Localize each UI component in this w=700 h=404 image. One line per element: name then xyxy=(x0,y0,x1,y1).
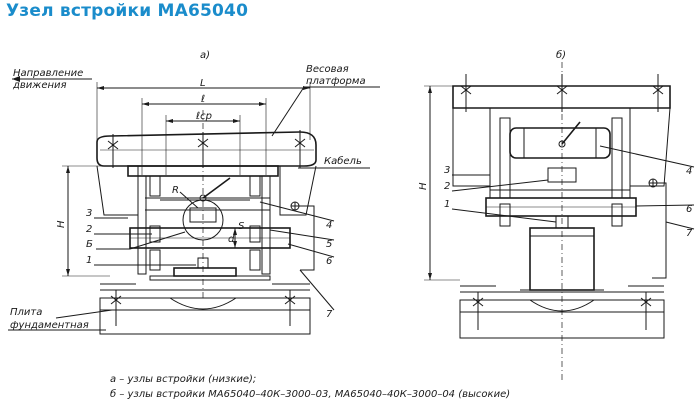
anchor-bolts-a xyxy=(110,290,296,326)
view-b: б) xyxy=(418,49,695,380)
diagram-title: Узел встройки МА65040 xyxy=(6,1,249,21)
dim-R: R xyxy=(172,185,179,196)
num-1-a: 1 xyxy=(86,255,92,266)
foundation-top-a xyxy=(99,297,311,311)
dim-L: L xyxy=(200,78,206,89)
view-a-label: а) xyxy=(200,50,210,61)
dim-d: d xyxy=(228,234,235,245)
num-2-b: 2 xyxy=(444,181,450,192)
dim-H-b: H xyxy=(418,182,429,190)
direction-label-1: Направление xyxy=(13,68,83,79)
sensor-rod-a xyxy=(202,177,231,199)
num-3-a: 3 xyxy=(86,208,92,219)
cable-label: Кабель xyxy=(324,155,362,167)
weigh-platform-a xyxy=(96,131,317,167)
num-6-b: 6 xyxy=(686,204,692,215)
caption-b: б – узлы встройки МА65040–40К–3000–03, М… xyxy=(110,388,510,400)
num-7-a: 7 xyxy=(326,309,333,320)
load-cell-b xyxy=(509,127,611,159)
plate-label-2: фундаментная xyxy=(10,320,89,331)
weigh-platform-label-2: платформа xyxy=(306,76,366,87)
dim-l: ℓ xyxy=(201,94,205,105)
caption-a: а – узлы встройки (низкие); xyxy=(110,374,256,385)
callout-B: Б xyxy=(86,239,93,250)
direction-arrowhead xyxy=(12,76,20,82)
view-b-label: б) xyxy=(556,49,566,61)
num-4-b: 4 xyxy=(686,166,692,177)
callout-circle-B xyxy=(182,199,224,241)
plate-label-1: Плита xyxy=(10,307,42,318)
weigh-platform-label-1: Весовая xyxy=(306,64,349,75)
direction-label-2: движения xyxy=(12,80,67,91)
weigh-leader-2 xyxy=(271,86,305,137)
dim-lcp: ℓср xyxy=(196,111,212,122)
platform-bolts-a xyxy=(107,130,306,168)
num-7-b: 7 xyxy=(686,228,693,239)
dim-S: S xyxy=(238,221,245,232)
sensor-body-a xyxy=(189,207,217,223)
num-4-a: 4 xyxy=(326,220,332,231)
dim-H-a: H xyxy=(56,220,67,228)
upper-frame-a xyxy=(127,165,279,177)
anchor-bolts-b xyxy=(472,292,652,330)
num-1-b: 1 xyxy=(444,199,450,210)
platform-bolts-b xyxy=(460,74,664,112)
num-2-a: 2 xyxy=(86,224,92,235)
num-3-b: 3 xyxy=(444,165,450,176)
base-plate-a xyxy=(173,267,237,277)
view-a: а) Направление движения Весовая платформ… xyxy=(8,50,380,335)
num-6-a: 6 xyxy=(326,256,332,267)
side-block-a xyxy=(96,165,139,216)
num-5-a: 5 xyxy=(326,239,332,250)
sensor-body-b xyxy=(547,167,577,183)
